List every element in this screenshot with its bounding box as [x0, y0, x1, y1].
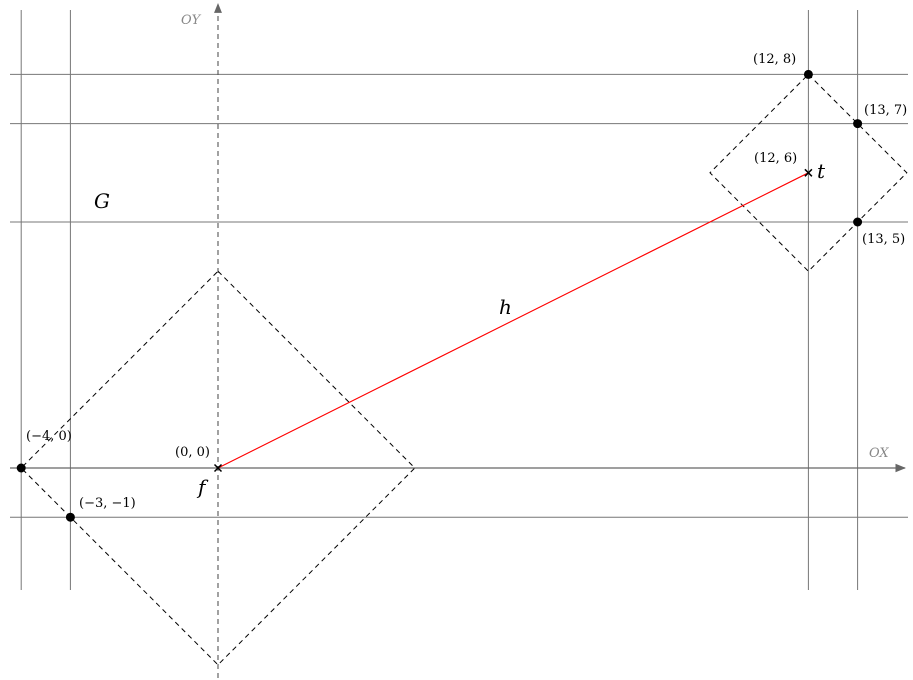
point-dot [65, 512, 75, 522]
diamond-around-t [709, 73, 908, 272]
point-label-12-8: (12, 8) [753, 52, 796, 67]
point-13-5: (13, 5) [853, 217, 905, 247]
segment-label-h: h [499, 295, 512, 319]
point-13-7: (13, 7) [853, 103, 907, 129]
cross-mark-f [213, 463, 223, 473]
coord-label-t: (12, 6) [754, 151, 797, 166]
point-neg3-neg1: (−3, −1) [65, 496, 136, 522]
diamonds [20, 73, 908, 666]
point-dot [853, 119, 863, 129]
diamond-around-f [20, 270, 416, 666]
marker-label-t: t [817, 159, 826, 183]
point-label-13-5: (13, 5) [862, 232, 905, 247]
point-12-8: (12, 8) [753, 52, 813, 79]
cross-mark-t [804, 168, 813, 177]
marker-label-f: f [196, 475, 209, 499]
coord-label-f: (0, 0) [175, 445, 210, 460]
segment-line [217, 172, 809, 469]
grid-lines [10, 10, 908, 590]
point-dot [853, 217, 863, 227]
point-label-neg3-neg1: (−3, −1) [79, 496, 136, 511]
region-label-g: G [94, 189, 110, 213]
point-dot [16, 463, 26, 473]
segment-h [217, 172, 809, 469]
y-axis-label: OY [181, 13, 202, 28]
point-label-13-7: (13, 7) [864, 103, 907, 118]
markers: f (0, 0) t (12, 6) [175, 151, 826, 499]
points: (−4, 0) (−3, −1) (12, 8) (13, 7) (13, 5) [16, 52, 907, 522]
marker-f: f (0, 0) [175, 445, 223, 499]
point-label-neg4-0: (−4, 0) [26, 429, 72, 444]
x-axis-label: OX [869, 446, 889, 461]
marker-t: t (12, 6) [754, 151, 826, 183]
point-dot [803, 69, 813, 79]
point-neg4-0: (−4, 0) [16, 429, 72, 473]
